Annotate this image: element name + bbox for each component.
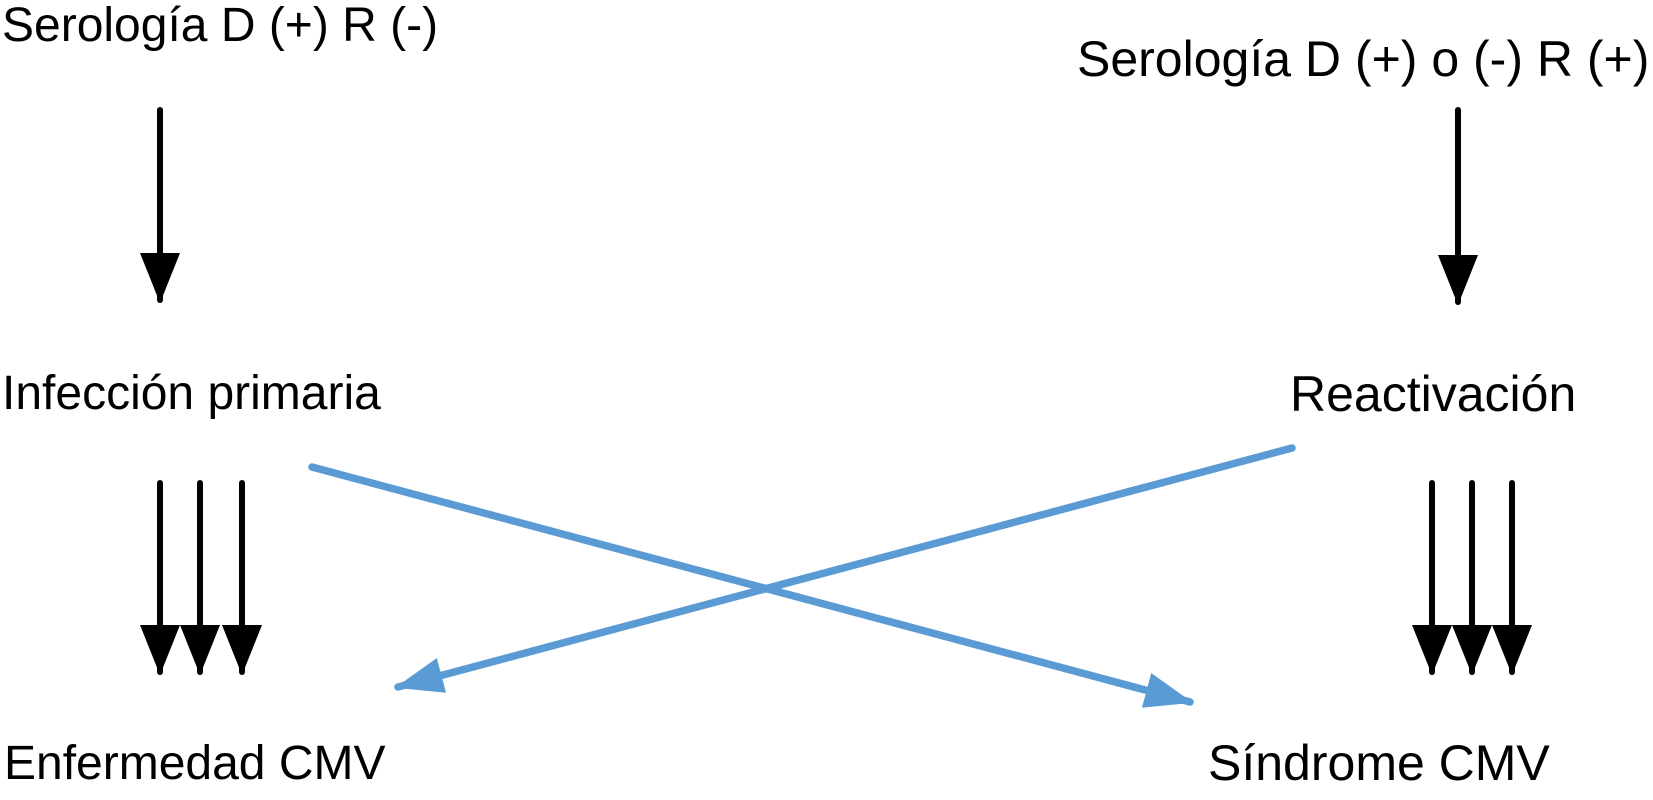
label-right-stage: Reactivación (1290, 366, 1577, 422)
cross-arrow-primary-to-syndrome (308, 463, 1194, 708)
label-left-outcome: Enfermedad CMV (4, 737, 386, 790)
label-left-serology: Serología D (+) R (-) (2, 0, 439, 52)
label-left-stage: Infección primaria (2, 367, 381, 420)
cross-arrow-reactivation-to-disease (394, 444, 1296, 693)
label-right-outcome: Síndrome CMV (1208, 735, 1550, 791)
label-right-serology: Serología D (+) o (-) R (+) (1077, 31, 1650, 87)
